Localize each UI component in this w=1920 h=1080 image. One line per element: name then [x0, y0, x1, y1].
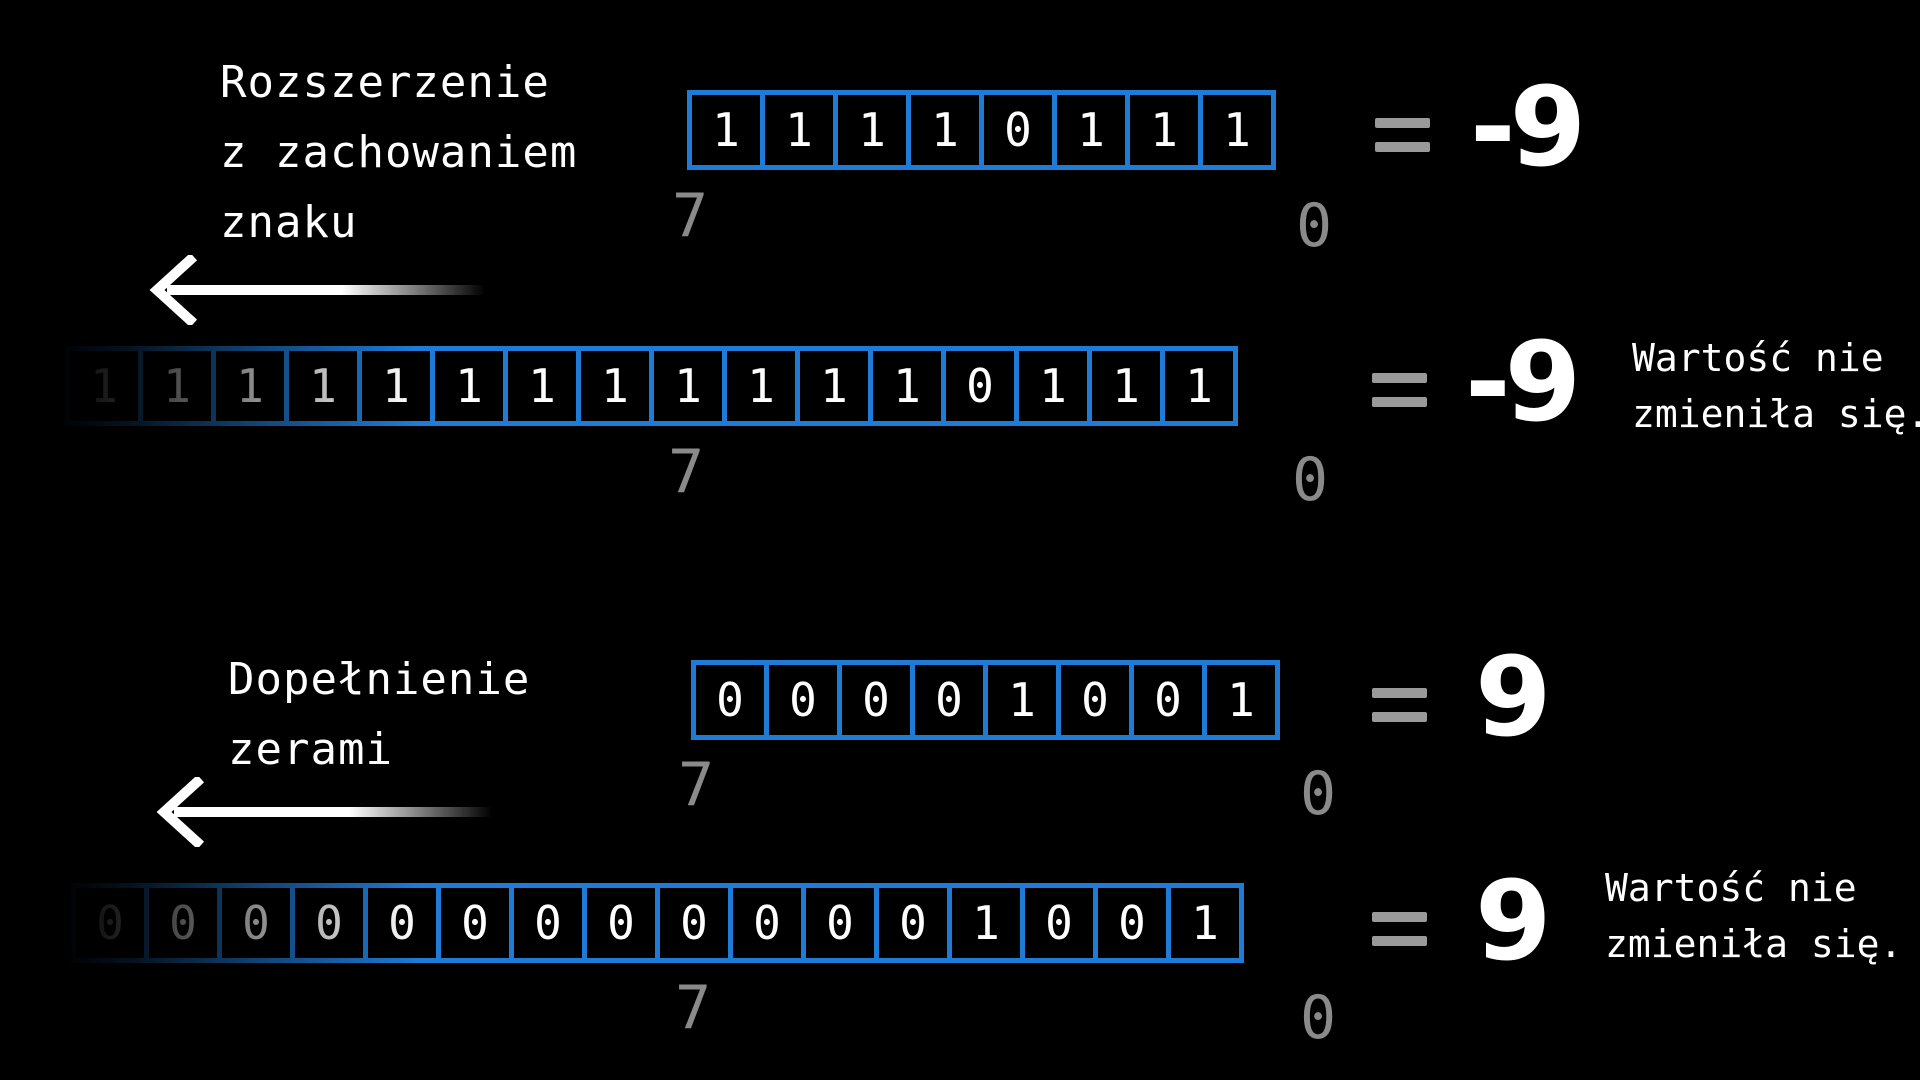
title-line: znaku [220, 197, 358, 248]
bit-cell: 1 [357, 346, 435, 426]
equals-icon [1375, 110, 1430, 160]
bit-cell: 1 [687, 90, 765, 170]
note-line: zmieniła się. [1605, 922, 1903, 966]
bit-cell: 1 [1087, 346, 1165, 426]
bit-index-high: 7 [675, 973, 712, 1043]
bit-cell: 0 [874, 883, 952, 963]
bit-cell: 1 [284, 346, 362, 426]
title-line: zerami [228, 724, 393, 775]
bit-cell: 0 [910, 660, 988, 740]
note-line: zmieniła się. [1632, 392, 1920, 436]
bit-cell: 1 [983, 660, 1061, 740]
note: Wartość nie zmieniła się. [1605, 860, 1902, 972]
bit-index-low: 0 [1300, 983, 1337, 1053]
bit-cell: 1 [906, 90, 984, 170]
title-line: Rozszerzenie [220, 57, 550, 108]
bit-index-low: 0 [1292, 445, 1329, 515]
bit-cell: 0 [1093, 883, 1171, 963]
bit-cell: 1 [65, 346, 143, 426]
note-line: Wartość nie [1605, 866, 1857, 910]
bit-cell: 1 [211, 346, 289, 426]
bit-cell: 0 [1129, 660, 1207, 740]
bit-cell: 1 [1166, 883, 1244, 963]
arrow-left-icon [156, 777, 492, 847]
bit-cell: 1 [795, 346, 873, 426]
bit-index-high: 7 [672, 181, 709, 251]
bit-cell: 0 [1020, 883, 1098, 963]
bit-cell: 1 [649, 346, 727, 426]
arrow-left-icon [149, 255, 485, 325]
bit-cell: 1 [1125, 90, 1203, 170]
bit-cell: 0 [363, 883, 441, 963]
bit-cell: 0 [801, 883, 879, 963]
bit-cell: 1 [430, 346, 508, 426]
bit-cell: 0 [691, 660, 769, 740]
bit-cell: 1 [868, 346, 946, 426]
bit-cell: 1 [1052, 90, 1130, 170]
bit-index-low: 0 [1300, 759, 1337, 829]
bit-cell: 1 [503, 346, 581, 426]
equals-icon [1372, 365, 1427, 415]
bit-index-high: 7 [678, 750, 715, 820]
bit-cell: 1 [947, 883, 1025, 963]
equals-icon [1372, 904, 1427, 954]
bit-cell: 0 [290, 883, 368, 963]
title-sign-extension: Rozszerzenie z zachowaniem znaku [220, 48, 577, 258]
equals-icon [1372, 680, 1427, 730]
bit-cell: 1 [722, 346, 800, 426]
bit-cell: 0 [71, 883, 149, 963]
bit-cell: 0 [764, 660, 842, 740]
value: 9 [1475, 857, 1552, 985]
bit-cell: 0 [509, 883, 587, 963]
bit-cell: 0 [728, 883, 806, 963]
bit-cell: 0 [144, 883, 222, 963]
bit-cell: 0 [582, 883, 660, 963]
bit-cell: 0 [217, 883, 295, 963]
bit-cell: 1 [1160, 346, 1238, 426]
bit-index-high: 7 [668, 437, 705, 507]
bit-cell: 0 [979, 90, 1057, 170]
bit-cell: 0 [655, 883, 733, 963]
bit-cell: 0 [1056, 660, 1134, 740]
bit-cell: 1 [833, 90, 911, 170]
bit-cell: 0 [837, 660, 915, 740]
bit-cell: 1 [576, 346, 654, 426]
bit-cell: 1 [1014, 346, 1092, 426]
bit-cell: 1 [1202, 660, 1280, 740]
value: -9 [1465, 318, 1581, 446]
title-line: z zachowaniem [220, 127, 578, 178]
value: 9 [1475, 633, 1552, 761]
title-zero-extension: Dopełnienie zerami [228, 645, 530, 785]
title-line: Dopełnienie [228, 654, 531, 705]
note: Wartość nie zmieniła się. [1632, 330, 1920, 442]
value: -9 [1470, 63, 1586, 191]
bit-cell: 0 [436, 883, 514, 963]
bit-cell: 1 [1198, 90, 1276, 170]
bit-cell: 1 [760, 90, 838, 170]
bit-cell: 1 [138, 346, 216, 426]
note-line: Wartość nie [1632, 336, 1884, 380]
bit-index-low: 0 [1296, 191, 1333, 261]
bit-cell: 0 [941, 346, 1019, 426]
